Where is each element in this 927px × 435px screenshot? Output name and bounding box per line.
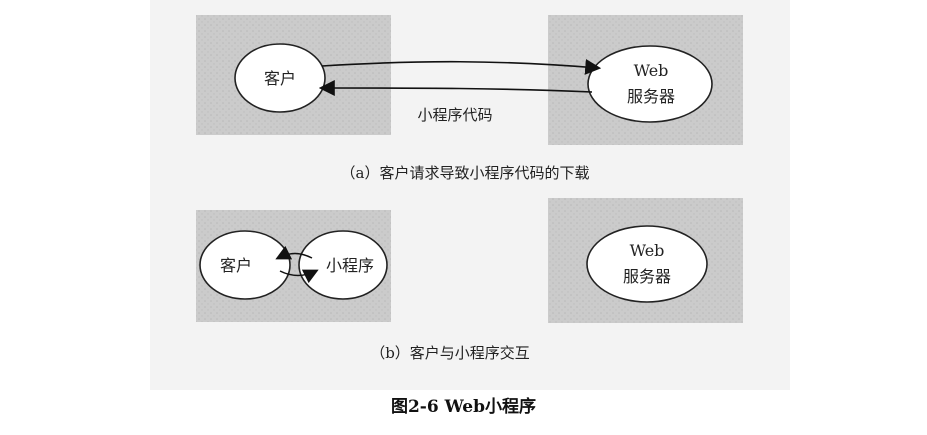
panel-b-client-label: 客户 xyxy=(220,256,252,275)
panel-a-request-arrow xyxy=(321,58,602,75)
panel-a-server-label-line1: Web xyxy=(634,61,669,80)
panel-a-arrow-label: 小程序代码 xyxy=(417,106,492,124)
panel-a-code-arrow xyxy=(318,80,593,97)
panel-b-arrow-to-applet xyxy=(279,269,319,284)
panel-a-server-node xyxy=(587,45,713,123)
panel-a-caption: （a）客户请求导致小程序代码的下载 xyxy=(341,164,590,182)
panel-b-server-node xyxy=(586,225,708,303)
panel-b-server-label-line2: 服务器 xyxy=(623,267,671,286)
panel-b-caption: （b）客户与小程序交互 xyxy=(370,344,530,362)
panel-a-server-label-line2: 服务器 xyxy=(627,87,675,106)
panel-a-client-label: 客户 xyxy=(264,69,296,88)
panel-b-applet-label: 小程序 xyxy=(326,256,374,275)
panel-b-applet-node xyxy=(298,230,388,300)
figure-caption: 图2-6 Web小程序 xyxy=(390,397,537,417)
panel-b-client-node xyxy=(199,230,291,300)
panel-b-arrow-to-client xyxy=(275,245,313,260)
panel-b-server-label-line1: Web xyxy=(630,241,665,260)
panel-a-client-node xyxy=(234,43,326,113)
